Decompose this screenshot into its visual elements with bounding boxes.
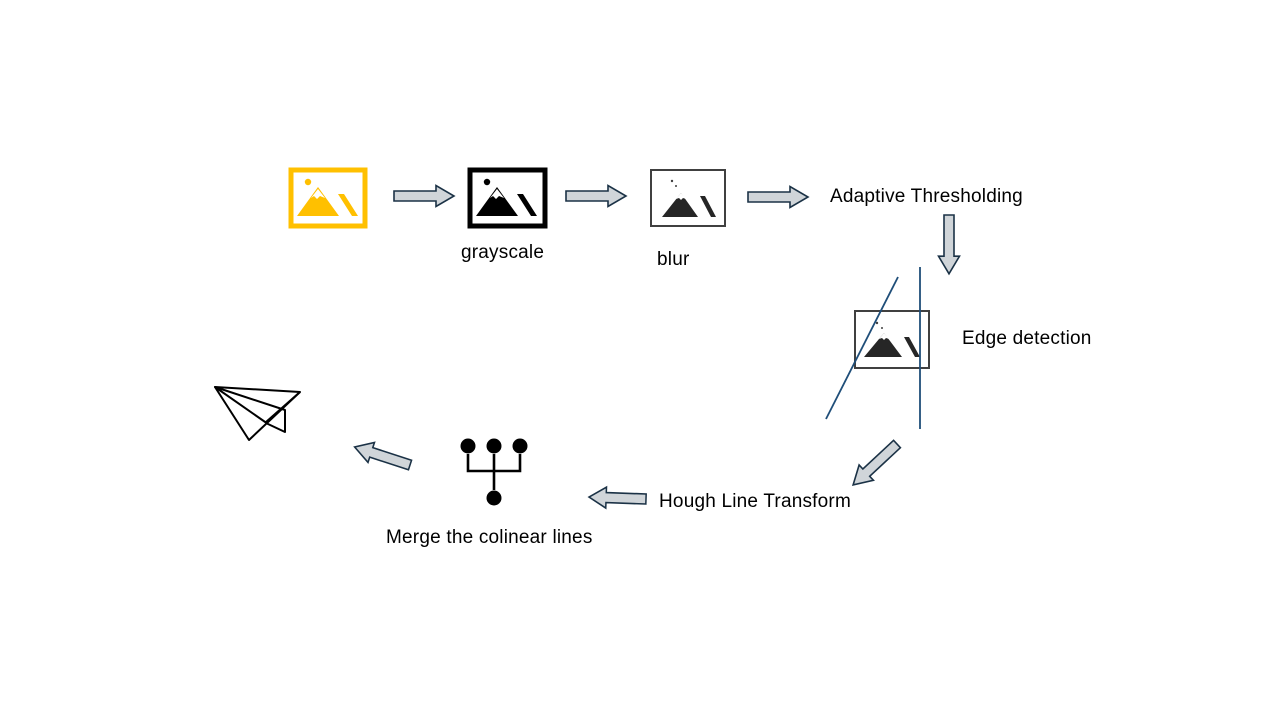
arrow-right-icon: [565, 184, 627, 208]
grayscale-image-icon: [467, 167, 548, 229]
edge-detection-label: Edge detection: [962, 328, 1092, 349]
edge-detection-image-icon: [854, 310, 930, 369]
arrow-right-icon: [747, 185, 809, 209]
paper-plane-icon: [214, 386, 301, 441]
merge-colinear-lines-label: Merge the colinear lines: [386, 527, 593, 548]
grayscale-label: grayscale: [461, 242, 545, 263]
arrow-right-icon: [393, 184, 455, 208]
adaptive-thresholding-label: Adaptive Thresholding: [830, 186, 1023, 207]
input-image-icon: [288, 167, 368, 229]
merge-icon: [460, 438, 528, 506]
arrow-down-icon: [937, 214, 961, 275]
blur-label: blur: [657, 249, 690, 270]
blur-image-icon: [650, 169, 726, 227]
arrow-left-icon: [587, 485, 648, 511]
arrow-left-icon: [350, 436, 415, 476]
detected-edge-lines: [825, 267, 921, 429]
hough-line-transform-label: Hough Line Transform: [659, 491, 851, 512]
arrow-down-left-icon: [845, 435, 905, 494]
